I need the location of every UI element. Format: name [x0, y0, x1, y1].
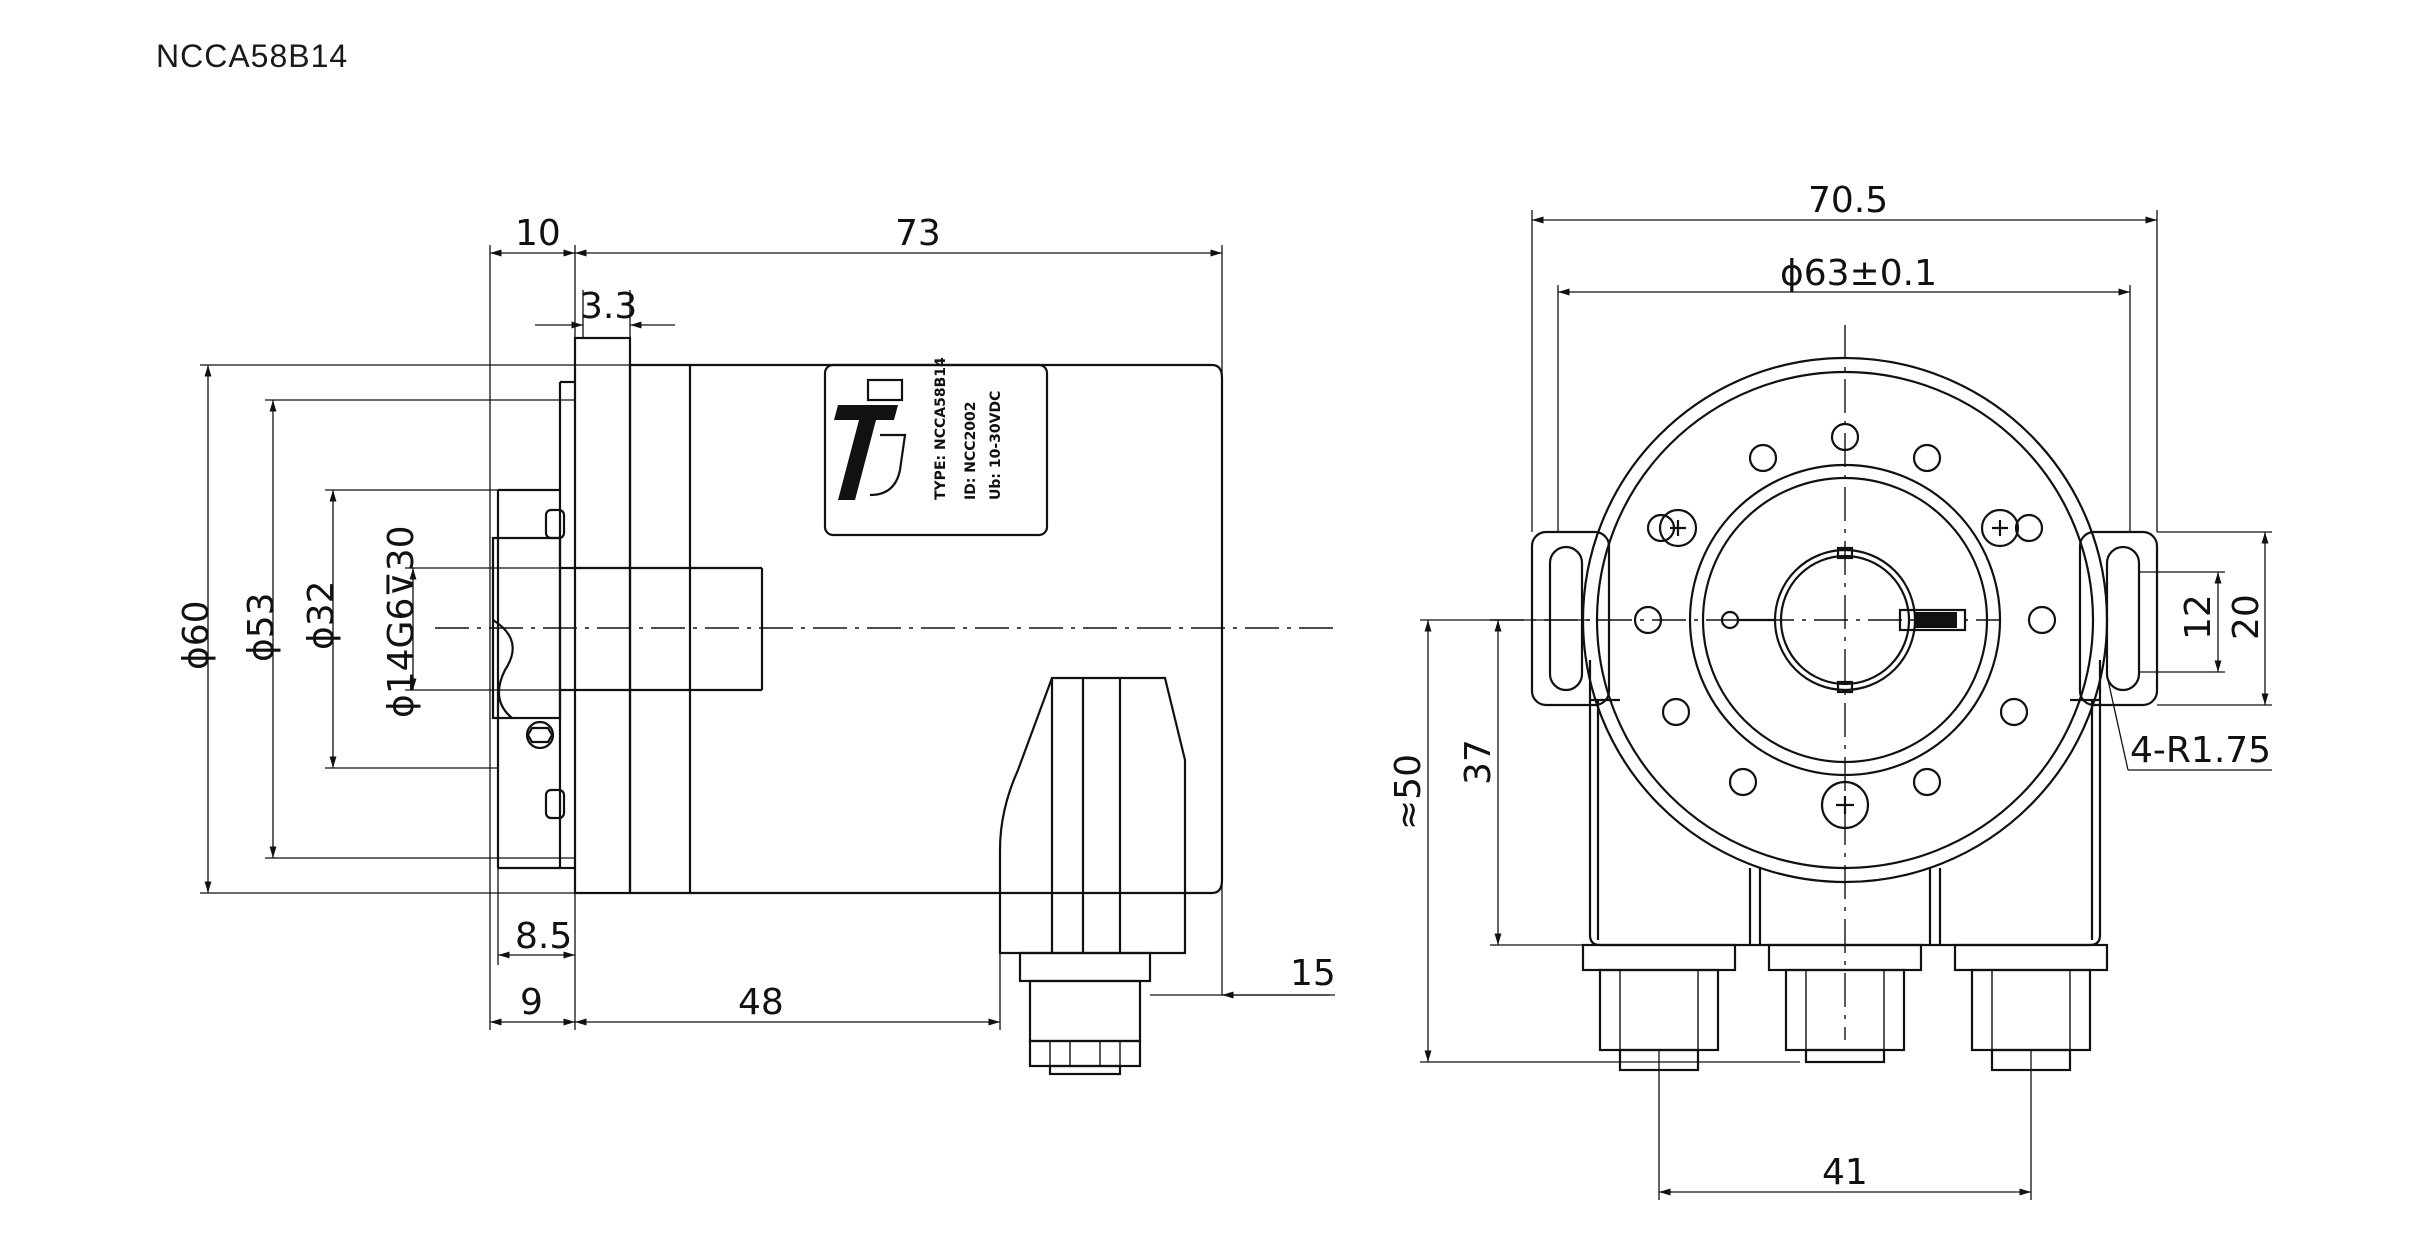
dim-3-3: 3.3 [580, 286, 637, 327]
model-title: NCCA58B14 [156, 38, 349, 74]
label-ub: Ub: 10-30VDC [988, 391, 1004, 500]
logo-mark [834, 378, 907, 500]
screw-icon [1820, 780, 1870, 830]
dim-4-r1-75: 4-R1.75 [2130, 730, 2271, 771]
dim-approx-50: ≈50 [1388, 754, 1429, 830]
label-type: TYPE: NCCA58B14 [933, 357, 949, 500]
side-view: TYPE: NCCA58B14 ID: NCC2002 Ub: 10-30VDC… [176, 213, 1336, 1076]
dim-phi53: ϕ53 [241, 592, 282, 662]
dim-37: 37 [1458, 739, 1499, 785]
screw-icon [1658, 508, 1698, 548]
screw-icon [1980, 508, 2020, 548]
dim-phi63: ϕ63±0.1 [1780, 253, 1937, 294]
dim-8-5: 8.5 [515, 916, 572, 957]
dim-20: 20 [2226, 594, 2267, 640]
dim-73: 73 [895, 213, 941, 254]
dim-15: 15 [1290, 953, 1336, 994]
connector-middle [1767, 943, 1923, 1064]
dim-9: 9 [520, 982, 543, 1023]
dim-41: 41 [1822, 1152, 1868, 1193]
front-view: 70.5 ϕ63±0.1 12 20 4-R1.75 ≈50 [1388, 180, 2272, 1200]
dim-48: 48 [738, 982, 784, 1023]
dim-phi60: ϕ60 [176, 600, 217, 670]
dim-10: 10 [515, 213, 561, 254]
dim-12: 12 [2178, 594, 2219, 640]
dim-bore: ϕ14G6⊽30 [381, 525, 422, 718]
dim-phi32: ϕ32 [301, 580, 342, 650]
dim-70-5: 70.5 [1808, 180, 1888, 221]
label-id: ID: NCC2002 [963, 401, 979, 500]
